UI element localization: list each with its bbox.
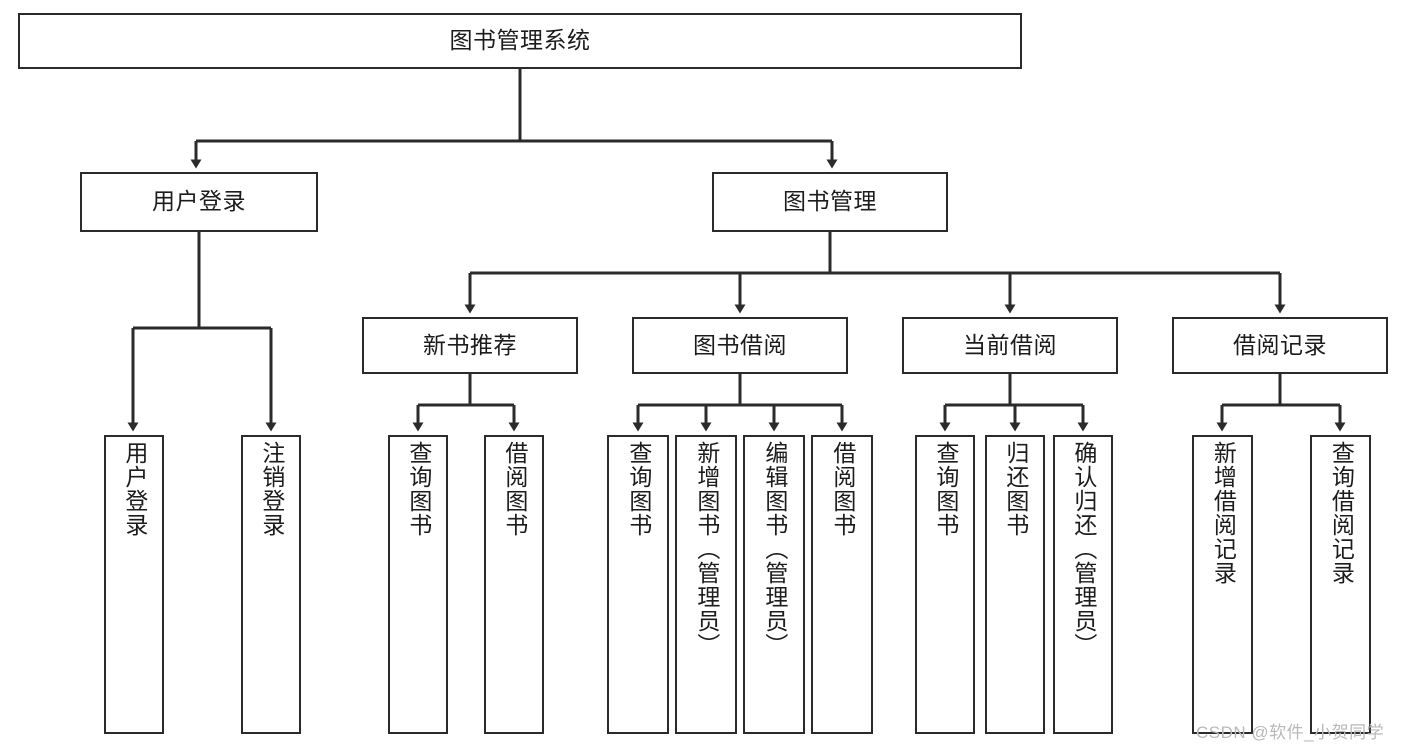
node-leaf-user-logout[interactable]: 注销登录 [241, 435, 301, 734]
node-book-borrow-label: 图书借阅 [693, 331, 787, 358]
connector-group-current-borrow [939, 374, 1089, 432]
connector-group-new-book-recommend [412, 374, 520, 432]
node-leaf-edit-book[interactable]: 编辑图书（管理员） [743, 435, 805, 734]
node-leaf-edit-book-label: 编辑图书（管理员） [761, 441, 788, 657]
node-root[interactable]: 图书管理系统 [18, 13, 1022, 69]
node-new-book-recommend-label: 新书推荐 [423, 331, 517, 358]
node-leaf-confirm-return-label: 确认归还（管理员） [1070, 441, 1097, 657]
connector-group-book-borrow [632, 374, 848, 432]
node-leaf-query-book-cur-label: 查询图书 [932, 441, 959, 537]
node-new-book-recommend[interactable]: 新书推荐 [362, 317, 578, 374]
node-leaf-add-book[interactable]: 新增图书（管理员） [675, 435, 737, 734]
node-borrow-record-label: 借阅记录 [1233, 331, 1327, 358]
connector-group-borrow-record [1216, 374, 1346, 432]
node-book-borrow[interactable]: 图书借阅 [632, 317, 848, 374]
connector-group-user-login [127, 232, 277, 432]
node-root-label: 图书管理系统 [449, 27, 591, 54]
node-user-login[interactable]: 用户登录 [80, 172, 318, 232]
node-leaf-query-book-borrow-label: 查询图书 [625, 441, 652, 537]
node-leaf-query-record[interactable]: 查询借阅记录 [1310, 435, 1371, 734]
node-leaf-confirm-return[interactable]: 确认归还（管理员） [1053, 435, 1113, 734]
node-leaf-return-book-label: 归还图书 [1002, 441, 1029, 537]
node-borrow-record[interactable]: 借阅记录 [1172, 317, 1388, 374]
node-leaf-borrow-book-rec-label: 借阅图书 [501, 441, 528, 537]
node-current-borrow-label: 当前借阅 [963, 331, 1057, 358]
node-leaf-add-record[interactable]: 新增借阅记录 [1192, 435, 1253, 734]
node-leaf-borrow-book-rec[interactable]: 借阅图书 [484, 435, 544, 734]
node-leaf-user-login[interactable]: 用户登录 [104, 435, 164, 734]
connector-group-book-manage [464, 232, 1286, 314]
node-leaf-query-book-rec-label: 查询图书 [405, 441, 432, 537]
node-leaf-add-record-label: 新增借阅记录 [1210, 441, 1237, 585]
node-book-manage-label: 图书管理 [783, 188, 877, 215]
node-leaf-query-record-label: 查询借阅记录 [1328, 441, 1355, 585]
node-leaf-borrow-book[interactable]: 借阅图书 [811, 435, 873, 734]
node-leaf-query-book-borrow[interactable]: 查询图书 [607, 435, 669, 734]
node-leaf-query-book-cur[interactable]: 查询图书 [915, 435, 975, 734]
node-leaf-return-book[interactable]: 归还图书 [985, 435, 1045, 734]
node-current-borrow[interactable]: 当前借阅 [902, 317, 1118, 374]
node-leaf-add-book-label: 新增图书（管理员） [693, 441, 720, 657]
node-book-manage[interactable]: 图书管理 [712, 172, 948, 232]
connector-group-root [190, 69, 838, 169]
node-leaf-user-logout-label: 注销登录 [258, 441, 285, 537]
node-leaf-borrow-book-label: 借阅图书 [829, 441, 856, 537]
node-user-login-label: 用户登录 [152, 188, 246, 215]
node-leaf-query-book-rec[interactable]: 查询图书 [388, 435, 448, 734]
node-leaf-user-login-label: 用户登录 [121, 441, 148, 537]
